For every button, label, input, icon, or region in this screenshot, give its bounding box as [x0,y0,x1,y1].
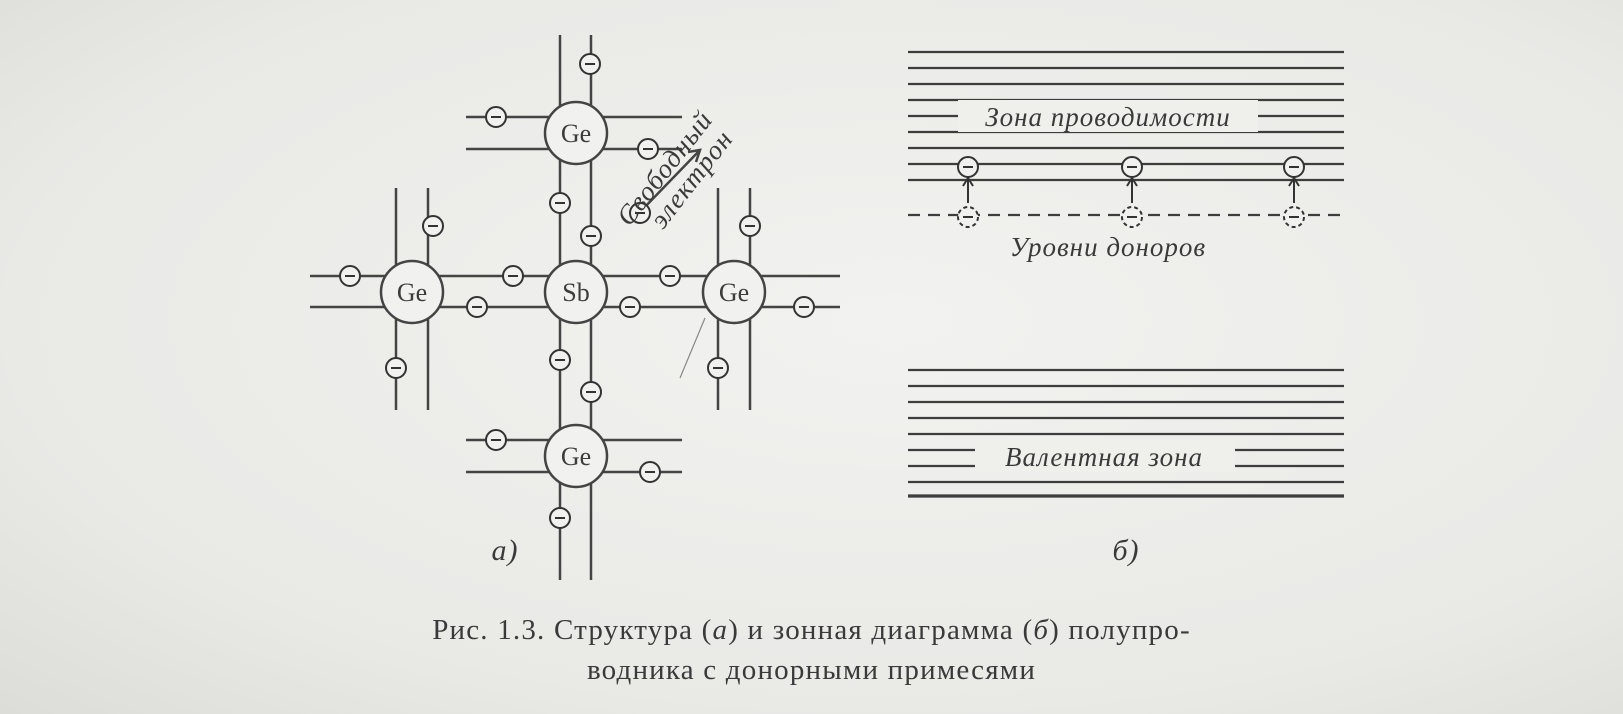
caption-text: Рис. 1.3. Структура ( [432,614,713,646]
bond-electron [385,357,407,379]
conduction-electron [957,156,979,178]
donor-levels-label: Уровни доноров [1010,232,1206,262]
atom-center: Sb [543,259,609,325]
atom-right-label: Ge [719,278,749,307]
bond-electron [637,138,659,160]
figure-caption: Рис. 1.3. Структура (а) и зонная диаграм… [0,610,1623,690]
atom-top-label: Ge [561,119,591,148]
paper-scratch [679,317,706,379]
caption-text: ) полупро- [1049,614,1191,646]
bond-electron [549,192,571,214]
conduction-band-label: Зона проводимости [985,102,1230,132]
valence-band-label: Валентная зона [1005,442,1203,472]
atom-top: Ge [543,100,609,166]
bond-electron [485,106,507,128]
free-electron [629,202,651,224]
donor-level-vacancy [957,206,979,228]
bond-electron [339,265,361,287]
panel-b-label: б) [1112,534,1139,567]
free-electron-label: Свободный электрон [611,105,739,234]
donor-level-vacancy [1283,206,1305,228]
bond-electron [579,53,601,75]
bond-electron [659,265,681,287]
bond-electron [549,349,571,371]
bond-electron [549,507,571,529]
conduction-band-label-group: Зона проводимости [958,100,1258,132]
conduction-electron [1121,156,1143,178]
free-electron-arrowhead [687,148,702,163]
atom-right: Ge [701,259,767,325]
bond-electrons [339,53,815,529]
bond-electron [485,429,507,451]
bond-electron [422,215,444,237]
bond-electron [466,296,488,318]
atom-bottom-label: Ge [561,442,591,471]
bond-electron [502,265,524,287]
bond-electron [707,357,729,379]
atom-bottom: Ge [543,423,609,489]
caption-ref-a: а [712,614,729,646]
panel-a-label: а) [492,534,519,567]
bond-electron [793,296,815,318]
bond-electron [580,381,602,403]
bond-electron [619,296,641,318]
caption-line-1: Рис. 1.3. Структура (а) и зонная диаграм… [0,610,1623,650]
atom-center-label: Sb [562,278,589,307]
bond-electron [639,461,661,483]
caption-text: ) и зонная диаграмма ( [728,614,1034,646]
donor-electrons [957,156,1305,228]
conduction-electron [1283,156,1305,178]
atom-left: Ge [379,259,445,325]
donor-level-vacancy [1121,206,1143,228]
atom-left-label: Ge [397,278,427,307]
bond-electron [580,225,602,247]
free-electron-arrow [639,149,701,213]
valence-band-label-group: Валентная зона [975,440,1235,472]
caption-ref-b: б [1033,614,1050,646]
caption-line-2: водника с донорными примесями [586,654,1037,686]
bond-electron [739,215,761,237]
